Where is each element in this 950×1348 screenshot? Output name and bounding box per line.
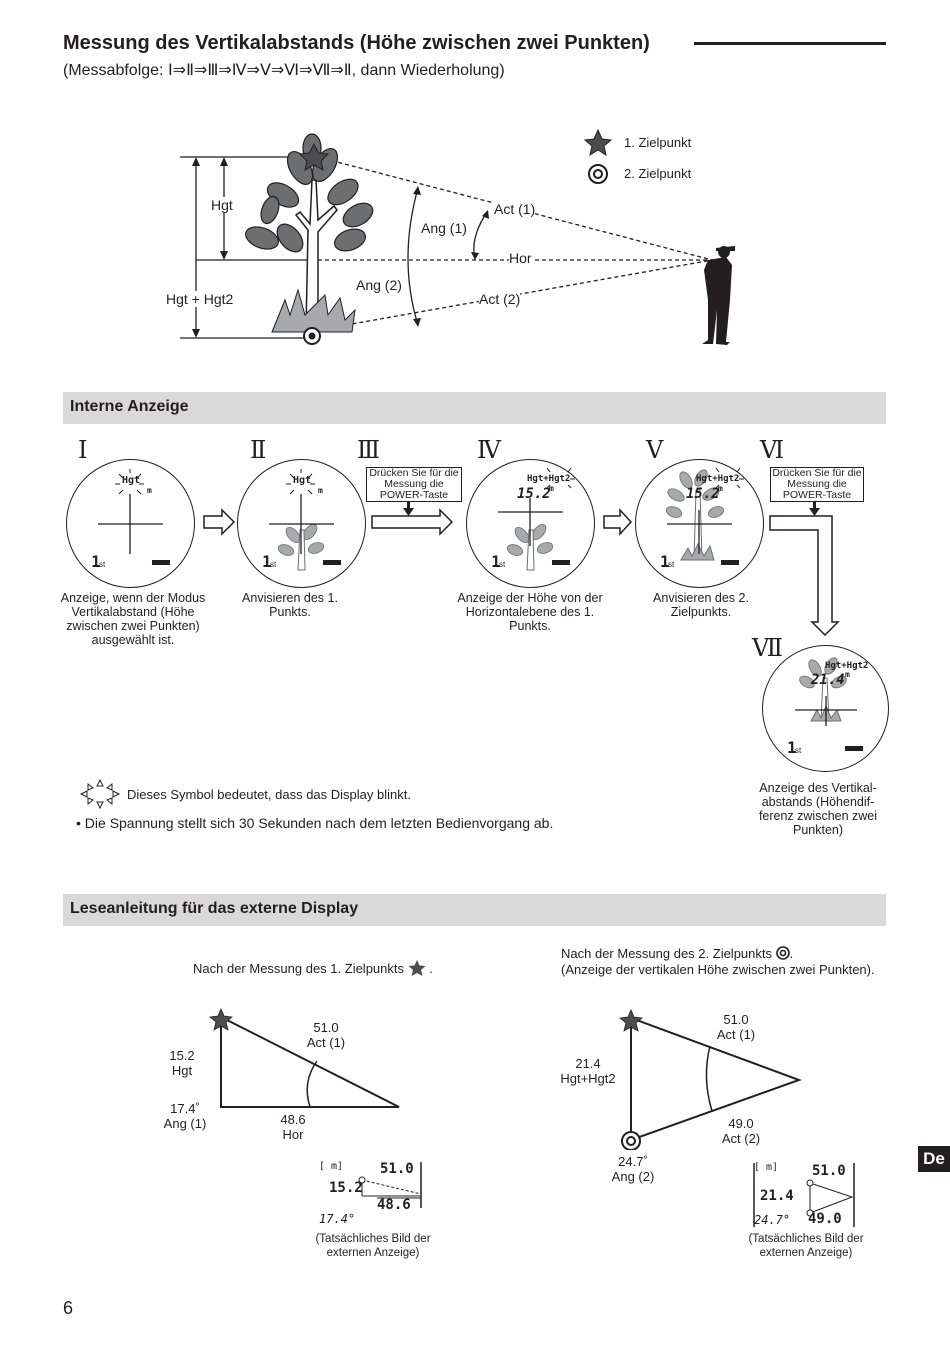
legend-ring-icon <box>589 165 607 183</box>
right-act2-value: 49.0 <box>713 1117 769 1131</box>
lcd-hgt-label: Hgt <box>122 475 140 486</box>
lcd-value-hgt: 15.2 <box>686 486 720 502</box>
internal-display-heading: Interne Anzeige <box>63 392 886 424</box>
right-total-value: 21.4 <box>554 1057 622 1071</box>
legend-target2-label: 2. Zielpunkt <box>624 166 691 181</box>
lcd-view-4: Hgt+Hgt2 15.2 m 1 st <box>466 459 595 588</box>
blink-note: Dieses Symbol bedeutet, dass das Display… <box>127 787 411 802</box>
target2-ring-icon <box>304 328 320 344</box>
ang1-label: Ang (1) <box>421 220 467 236</box>
left-lcd-ang: 17.4° <box>319 1212 355 1226</box>
step7-caption: Anzeige des Vertikal-abstands (Höhendif-… <box>754 781 882 837</box>
lcd-view-2: Hgt m 1 st <box>237 459 366 588</box>
right-act1-value: 51.0 <box>708 1013 764 1027</box>
left-triangle-diagram <box>200 1000 420 1120</box>
lcd-first-suffix: st <box>499 560 505 569</box>
left-ang-value: 17.4˚ <box>160 1102 210 1116</box>
hor-label: Hor <box>509 250 532 266</box>
left-lcd-caption: (Tatsächliches Bild der externen Anzeige… <box>309 1232 437 1260</box>
lcd-unit: m <box>549 484 554 493</box>
lcd-view-1: Hgt m 1 st <box>66 459 195 588</box>
ang2-label: Ang (2) <box>356 277 402 293</box>
right-lcd-left: 21.4 <box>760 1188 794 1204</box>
right-lcd-ang: 24.7° <box>754 1213 790 1227</box>
lcd-hgt-hgt2-label: Hgt+Hgt2 <box>696 474 739 484</box>
right-lcd-unit: [ m] <box>754 1162 778 1173</box>
lcd-unit: m <box>845 670 850 679</box>
lcd-unit: m <box>318 486 323 495</box>
blink-symbol-icon <box>78 778 122 812</box>
lcd-value-hgt: 15.2 <box>517 486 551 502</box>
right-ang-value: 24.7˚ <box>606 1155 660 1169</box>
left-hgt-value: 15.2 <box>160 1049 204 1063</box>
left-lcd-right: 48.6 <box>377 1197 411 1213</box>
lcd-view-5: Hgt+Hgt2 15.2 m 1 st <box>635 459 764 588</box>
title-rule <box>694 42 886 45</box>
lcd-unit: m <box>147 486 152 495</box>
right-act2-label: Act (2) <box>713 1132 769 1146</box>
lcd-unit: m <box>718 484 723 493</box>
act2-label: Act (2) <box>479 291 520 307</box>
page-title: Messung des Vertikalabstands (Höhe zwisc… <box>63 32 650 55</box>
star-icon <box>408 960 426 976</box>
left-intro: Nach der Messung des 1. Zielpunkts . <box>193 960 433 976</box>
press-power-box-3: Drücken Sie für die Messung die POWER-Ta… <box>366 467 462 502</box>
right-act1-label: Act (1) <box>708 1028 764 1042</box>
right-lcd-top: 51.0 <box>812 1163 846 1179</box>
legend-target1-label: 1. Zielpunkt <box>624 135 691 150</box>
left-external-lcd: [ m] 51.0 15.2 48.6 17.4° <box>317 1160 423 1230</box>
right-total-label: Hgt+Hgt2 <box>554 1072 622 1086</box>
lcd-hgt-hgt2-label: Hgt+Hgt2 <box>527 474 570 484</box>
ring-icon <box>776 946 790 960</box>
hgt-total-label: Hgt + Hgt2 <box>166 291 233 307</box>
left-hgt-label: Hgt <box>160 1064 204 1078</box>
lcd-value-total: 21.4 <box>811 672 845 688</box>
left-hor-value: 48.6 <box>268 1113 318 1127</box>
left-lcd-unit: [ m] <box>319 1161 343 1172</box>
press-power-box-6: Drücken Sie für die Messung die POWER-Ta… <box>770 467 864 502</box>
right-lcd-right: 49.0 <box>808 1211 842 1227</box>
step5-caption: Anvisieren des 2. Zielpunkts. <box>640 591 762 619</box>
left-lcd-top: 51.0 <box>380 1161 414 1177</box>
language-badge: De <box>918 1146 950 1172</box>
left-act-value: 51.0 <box>298 1021 354 1035</box>
lcd-view-7: Hgt+Hgt2 21.4 m 1 st <box>762 645 889 772</box>
right-intro-line2: (Anzeige der vertikalen Höhe zwischen zw… <box>561 962 875 977</box>
hgt-label: Hgt <box>211 197 233 213</box>
step2-caption: Anvisieren des 1. Punkts. <box>230 591 350 619</box>
right-lcd-caption: (Tatsächliches Bild der externen Anzeige… <box>742 1232 870 1260</box>
external-display-heading: Leseanleitung für das externe Display <box>63 894 886 926</box>
left-hor-label: Hor <box>268 1128 318 1142</box>
left-ang-label: Ang (1) <box>160 1117 210 1131</box>
lcd-first-suffix: st <box>795 746 801 755</box>
lcd-first-suffix: st <box>668 560 674 569</box>
left-act-label: Act (1) <box>298 1036 354 1050</box>
right-external-lcd: [ m] 51.0 21.4 49.0 24.7° <box>752 1161 856 1231</box>
legend-star-icon <box>585 130 611 155</box>
step1-caption: Anzeige, wenn der Modus Vertikalabstand … <box>52 591 214 647</box>
left-lcd-left: 15.2 <box>329 1180 363 1196</box>
page-number: 6 <box>63 1298 73 1319</box>
power-off-note: • Die Spannung stellt sich 30 Sekunden n… <box>76 815 553 831</box>
act1-label: Act (1) <box>494 201 535 217</box>
lcd-hgt-label: Hgt <box>293 475 311 486</box>
page-subtitle: (Messabfolge: Ⅰ⇒Ⅱ⇒Ⅲ⇒Ⅳ⇒Ⅴ⇒Ⅵ⇒Ⅶ⇒Ⅱ, dann Wied… <box>63 60 505 80</box>
lcd-first-suffix: st <box>99 560 105 569</box>
step4-caption: Anzeige der Höhe von der Horizontalebene… <box>455 591 605 633</box>
measurement-diagram <box>0 120 950 360</box>
right-intro-line1: Nach der Messung des 2. Zielpunkts . <box>561 946 793 961</box>
right-ang-label: Ang (2) <box>606 1170 660 1184</box>
lcd-first-suffix: st <box>270 560 276 569</box>
